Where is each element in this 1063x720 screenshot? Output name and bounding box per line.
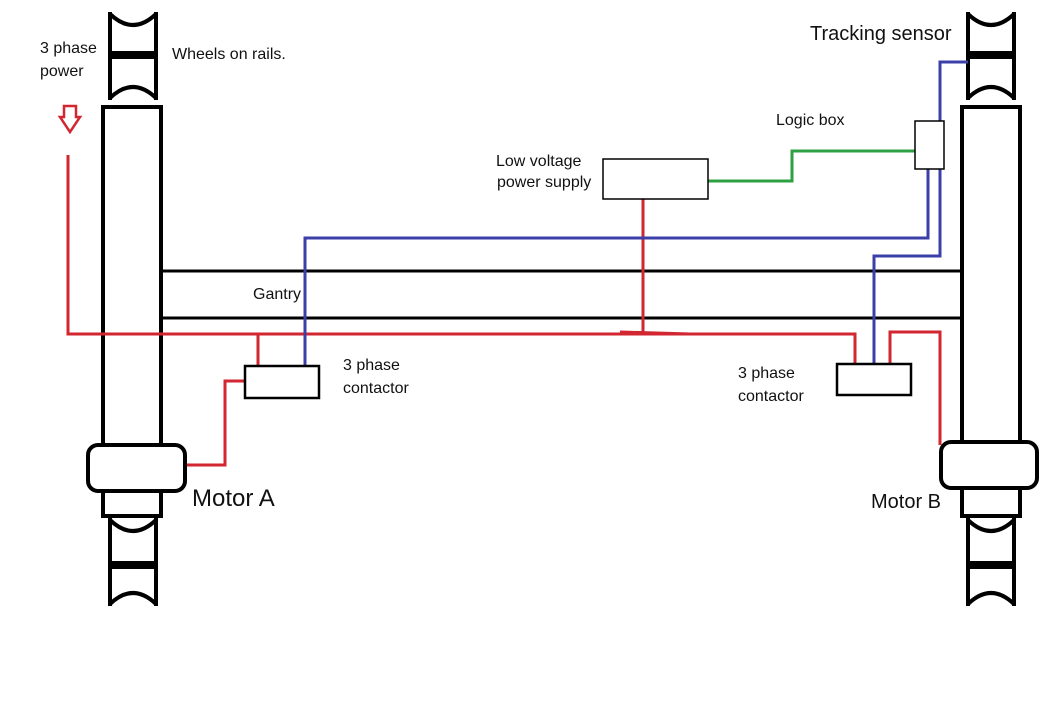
left-rail-bottom	[108, 518, 158, 606]
logic-wiring	[708, 149, 916, 183]
right-rail-top	[966, 12, 1016, 100]
signal-wiring	[303, 60, 968, 366]
motor-a-label: Motor A	[192, 485, 275, 512]
logic-box-label: Logic box	[776, 112, 845, 129]
right-rail-bottom	[966, 518, 1016, 606]
power-label-line1: 3 phase	[40, 40, 97, 57]
contactor-b-label-line1: 3 phase	[738, 365, 795, 382]
gantry-beam	[161, 269, 962, 320]
power-supply-label-line2: power supply	[497, 174, 591, 191]
power-wiring	[66, 155, 942, 467]
contactor-a-label-line2: contactor	[343, 380, 409, 397]
motor-a	[86, 443, 187, 493]
contactor-b-box	[835, 362, 913, 397]
left-rail-top	[108, 12, 158, 100]
wheels-label: Wheels on rails.	[172, 46, 286, 63]
motor-b	[939, 440, 1039, 490]
power-label-line2: power	[40, 63, 84, 80]
tracking-sensor-label: Tracking sensor	[810, 23, 952, 45]
contactor-b-label-line2: contactor	[738, 388, 804, 405]
logic-box	[914, 120, 945, 170]
power-arrow-icon	[57, 104, 83, 135]
contactor-a-label-line1: 3 phase	[343, 357, 400, 374]
contactor-a-box	[243, 364, 321, 400]
gantry-label: Gantry	[253, 286, 301, 303]
power-supply-label-line1: Low voltage	[496, 153, 581, 170]
motor-b-label: Motor B	[871, 491, 941, 513]
power-supply-box	[602, 158, 709, 200]
